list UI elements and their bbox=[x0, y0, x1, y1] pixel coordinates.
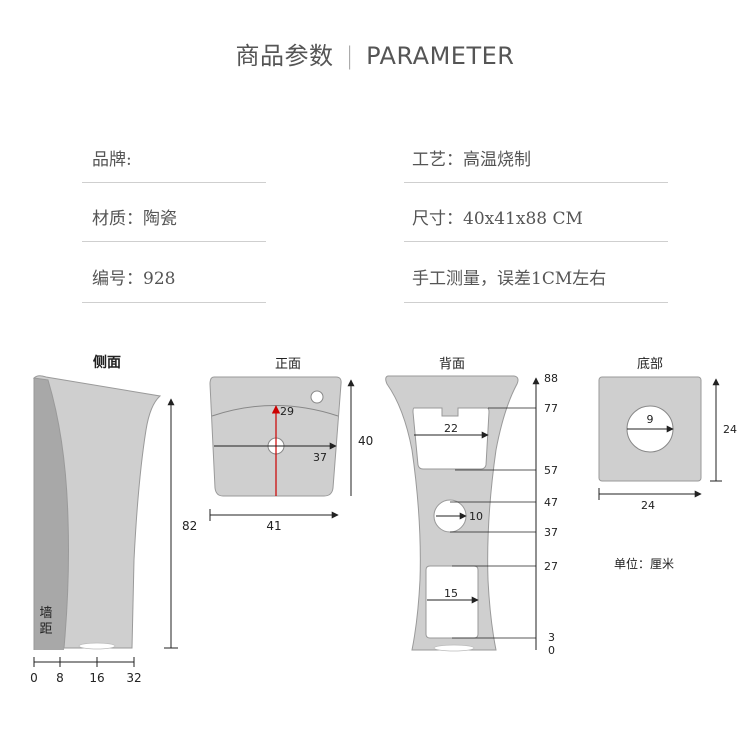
spec-material: 材质：陶瓷 bbox=[92, 209, 177, 229]
title-en: PARAMETER bbox=[366, 42, 515, 70]
front-height-label: 40 bbox=[358, 434, 373, 448]
back-width-22: 22 bbox=[444, 422, 458, 435]
back-tick-77: 77 bbox=[544, 402, 558, 415]
side-view: 墙 距 82 0 8 16 32 bbox=[30, 375, 197, 685]
side-height-label: 82 bbox=[182, 519, 197, 533]
wall-label-2: 距 bbox=[39, 622, 52, 637]
back-tick-37: 37 bbox=[544, 526, 558, 539]
front-view-title: 正面 bbox=[275, 357, 301, 372]
back-tick-88: 88 bbox=[544, 372, 558, 385]
back-tick-57: 57 bbox=[544, 464, 558, 477]
spec-size: 尺寸：40x41x88 CM bbox=[412, 209, 583, 229]
spec-model: 编号：928 bbox=[92, 269, 176, 289]
back-tick-47: 47 bbox=[544, 496, 558, 509]
spec-divider bbox=[404, 182, 668, 183]
page-title: 商品参数 | PARAMETER bbox=[0, 36, 750, 71]
back-tick-3: 3 bbox=[548, 631, 555, 644]
front-hole-label: 29 bbox=[280, 405, 294, 418]
front-inner-width-label: 37 bbox=[313, 451, 327, 464]
spec-divider bbox=[404, 241, 668, 242]
bottom-width-label: 24 bbox=[641, 499, 655, 512]
bottom-height-label: 24 bbox=[723, 423, 737, 436]
scale-32: 32 bbox=[126, 671, 141, 685]
unit-note: 单位：厘米 bbox=[614, 556, 674, 571]
bottom-view-title: 底部 bbox=[637, 356, 663, 372]
back-dia-10: 10 bbox=[469, 510, 483, 523]
side-view-title: 侧面 bbox=[93, 354, 121, 371]
title-separator: | bbox=[345, 42, 355, 70]
front-view: 29 37 40 41 bbox=[209, 376, 373, 533]
scale-0: 0 bbox=[30, 671, 38, 685]
front-width-label: 41 bbox=[266, 519, 281, 533]
back-width-15: 15 bbox=[444, 587, 458, 600]
wall-shade bbox=[34, 378, 69, 650]
spec-craft: 工艺：高温烧制 bbox=[412, 150, 531, 170]
spec-note: 手工测量，误差1CM左右 bbox=[412, 269, 607, 289]
wall-label-1: 墙 bbox=[39, 606, 52, 621]
title-cn: 商品参数 bbox=[235, 42, 334, 70]
scale-16: 16 bbox=[89, 671, 104, 685]
spec-divider bbox=[82, 302, 266, 303]
bottom-view: 9 24 24 bbox=[598, 376, 737, 512]
spec-divider bbox=[82, 182, 266, 183]
side-body bbox=[32, 375, 162, 649]
back-view: 22 10 15 88 77 57 47 37 27 3 0 bbox=[385, 372, 558, 657]
scale-8: 8 bbox=[56, 671, 64, 685]
spec-divider bbox=[82, 241, 266, 242]
spec-divider bbox=[404, 302, 668, 303]
back-view-title: 背面 bbox=[439, 357, 465, 372]
spec-brand: 品牌: bbox=[92, 150, 132, 170]
back-tick-0: 0 bbox=[548, 644, 555, 657]
bottom-dia-label: 9 bbox=[647, 413, 654, 426]
back-tick-27: 27 bbox=[544, 560, 558, 573]
